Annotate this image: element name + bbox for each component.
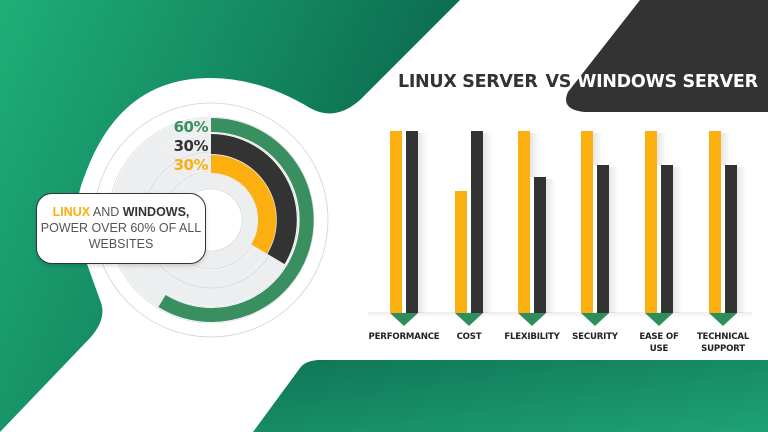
label-flexibility: FLEXIBILITY	[504, 332, 560, 342]
label-technical-support: TECHNICAL SUPPORT	[696, 332, 750, 354]
green-shape-top-left	[0, 0, 460, 432]
radial-label-30-linux: 30%	[173, 156, 209, 174]
radial-label-30-windows: 30%	[173, 137, 209, 155]
bar-shadow	[609, 167, 619, 313]
bar-shadow	[418, 133, 428, 313]
bar-windows-performance	[406, 131, 418, 313]
bar-shadow	[673, 167, 683, 313]
triangle-marker-technical-support	[709, 313, 737, 326]
title-linux: LINUX SERVER	[398, 72, 538, 92]
triangle-marker-cost	[455, 313, 483, 326]
arc-30-dark	[210, 134, 297, 265]
triangle-marker-performance	[390, 313, 418, 326]
callout-and: AND	[92, 205, 120, 219]
bar-shadow	[737, 167, 747, 313]
bar-windows-flexibility	[534, 177, 546, 313]
dark-shape-top-right	[566, 0, 768, 112]
bar-windows-security	[597, 165, 609, 313]
callout-line3: WEBSITES	[88, 237, 154, 251]
bar-linux-flexibility	[518, 131, 530, 313]
label-performance: PERFORMANCE	[368, 332, 440, 342]
bar-linux-security	[581, 131, 593, 313]
bar-linux-ease-of-use	[645, 131, 657, 313]
bar-shadow	[593, 133, 603, 165]
bar-windows-ease-of-use	[661, 165, 673, 313]
label-cost: COST	[456, 332, 482, 342]
arc-30-yellow	[210, 154, 277, 254]
radial-chart	[93, 102, 329, 338]
bar-shadow	[657, 133, 667, 165]
bar-windows-technical-support	[725, 165, 737, 313]
bar-linux-technical-support	[709, 131, 721, 313]
radial-label-60: 60%	[173, 118, 209, 136]
bar-linux-cost	[455, 191, 467, 313]
callout-windows: WINDOWS,	[122, 205, 190, 219]
bar-windows-cost	[471, 131, 483, 313]
title-windows: WINDOWS SERVER	[577, 72, 758, 92]
title-vs: VS	[545, 72, 572, 92]
triangle-marker-ease-of-use	[645, 313, 673, 326]
bar-baseline	[368, 312, 752, 318]
label-security: SECURITY	[572, 332, 618, 342]
bar-linux-performance	[390, 131, 402, 313]
triangle-marker-flexibility	[518, 313, 546, 326]
arc-60-green	[158, 117, 314, 322]
bar-shadow	[530, 133, 540, 177]
label-ease-of-use: EASE OF USE	[639, 332, 679, 354]
bar-shadow	[721, 133, 731, 165]
bar-shadow	[483, 133, 493, 313]
callout-linux: LINUX	[52, 205, 91, 219]
triangle-marker-security	[581, 313, 609, 326]
callout-line2: POWER OVER 60% OF ALL	[40, 221, 202, 235]
bar-shadow	[546, 179, 556, 313]
callout-box: LINUX AND WINDOWS, POWER OVER 60% OF ALL…	[36, 193, 206, 264]
green-shape-bottom	[253, 360, 768, 432]
